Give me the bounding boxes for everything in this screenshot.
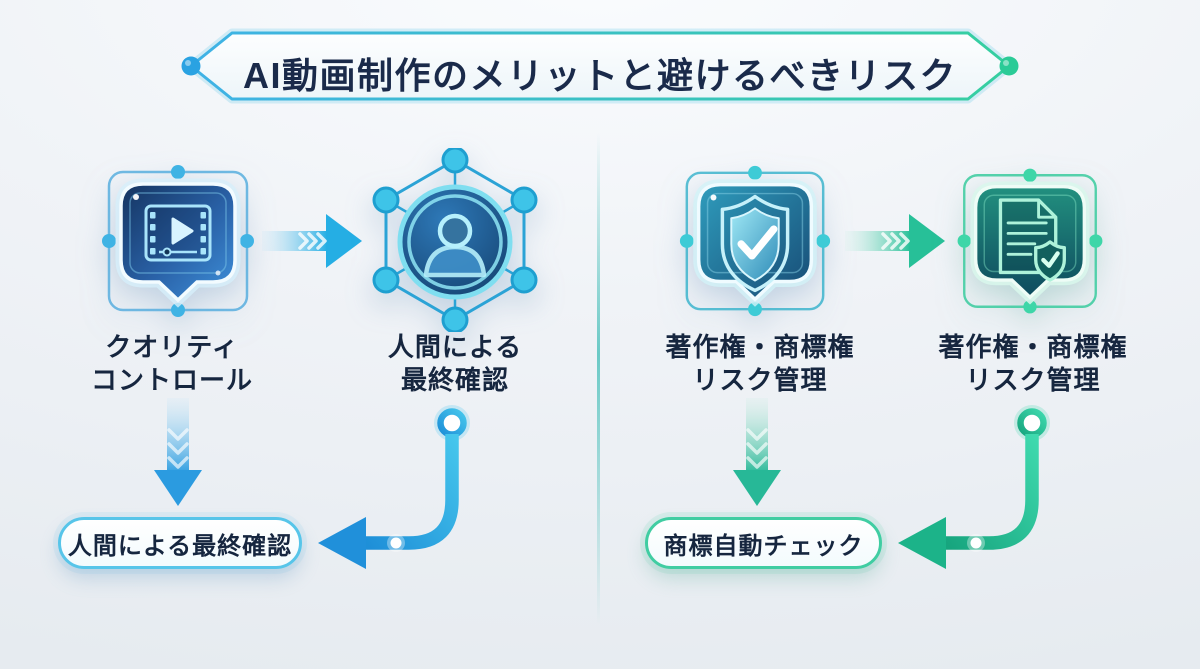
label-line: リスク管理 (692, 365, 828, 395)
column-divider-line (597, 133, 600, 625)
step-label-human-check: 人間による 最終確認 (335, 331, 575, 397)
return-connector-green-icon (898, 405, 1050, 569)
result-label: 商標自動チェック (663, 532, 864, 560)
shield-check-icon (679, 165, 831, 317)
document-check-icon (957, 168, 1103, 314)
label-line: 著作権・商標権 (665, 332, 855, 362)
label-line: 最終確認 (400, 365, 509, 395)
result-label: 人間による最終確認 (67, 532, 293, 560)
label-line: クオリティ (105, 332, 239, 362)
flow-arrow-right-blue-icon (262, 214, 362, 268)
label-line: コントロール (90, 365, 253, 395)
step-label-copyright-risk-1: 著作権・商標権 リスク管理 (640, 331, 880, 397)
page-title: AI動画制作のメリットと避けるべきリスク (242, 55, 957, 96)
banner-left-node (181, 56, 201, 76)
label-line: 人間による (387, 332, 523, 362)
flow-arrow-right-green-icon (845, 214, 945, 268)
banner-right-node (999, 56, 1019, 76)
label-line: 著作権・商標権 (938, 332, 1128, 362)
human-network-icon (372, 148, 538, 332)
step-label-copyright-risk-2: 著作権・商標権 リスク管理 (913, 331, 1153, 397)
flow-arrow-down-blue-icon (154, 398, 202, 506)
label-line: リスク管理 (965, 365, 1101, 395)
title-banner-shape (45, 28, 1155, 104)
result-box-trademark-auto-check: 商標自動チェック (645, 517, 882, 569)
step-label-quality-control: クオリティ コントロール (52, 331, 292, 397)
video-play-icon (102, 165, 254, 317)
result-box-human-final-check: 人間による最終確認 (58, 517, 302, 569)
return-connector-blue-icon (318, 405, 470, 569)
flow-arrow-down-green-icon (733, 398, 781, 506)
